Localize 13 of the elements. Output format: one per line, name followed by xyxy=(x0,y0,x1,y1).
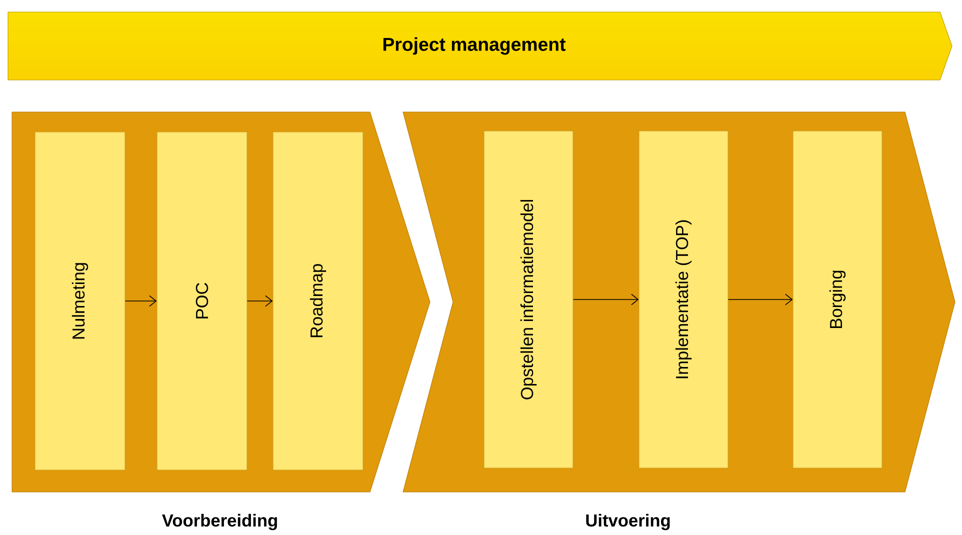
arrow xyxy=(728,294,793,306)
step-box: Implementatie (TOP) xyxy=(638,130,728,468)
step-box: Roadmap xyxy=(272,132,364,470)
arrow xyxy=(246,295,273,307)
project-band: Project management xyxy=(8,12,952,80)
step-box: POC xyxy=(156,132,248,470)
step-box: Borging xyxy=(792,130,882,468)
arrow xyxy=(124,295,157,307)
node-label: Uitvoering xyxy=(586,514,670,530)
step-box: Nulmeting xyxy=(34,132,126,470)
node-label: Voorbereiding xyxy=(162,514,277,530)
arrow xyxy=(572,294,639,306)
step-box: Opstellen informatiemodel xyxy=(484,130,574,468)
